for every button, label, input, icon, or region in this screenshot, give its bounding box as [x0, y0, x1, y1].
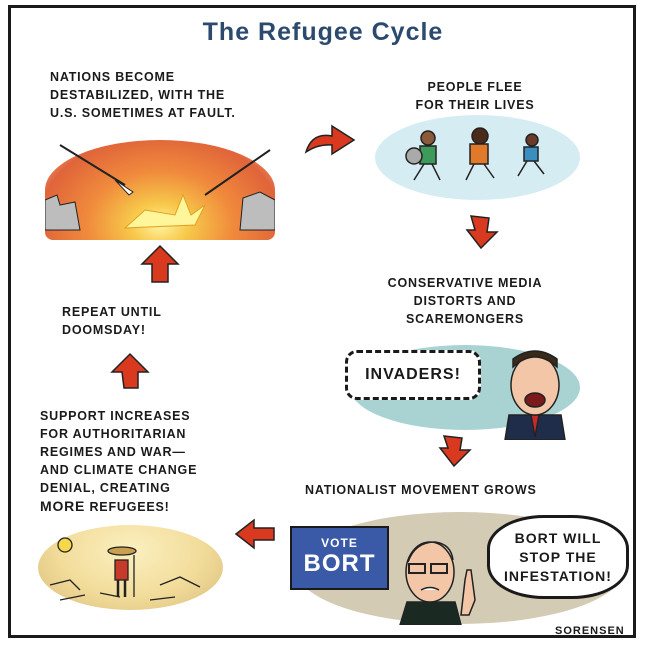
- caption-line: Support increases: [40, 409, 191, 423]
- emphasis-text: MORE: [40, 498, 86, 514]
- comic-frame: [8, 5, 636, 638]
- arrow-down-icon: [465, 215, 499, 250]
- speech-bubble-invaders: INVADERS!: [345, 350, 481, 400]
- comic-title: The Refugee Cycle: [202, 18, 444, 46]
- speech-line: BORT WILL: [514, 529, 602, 546]
- caption-repeat: Repeat until doomsday!: [62, 303, 162, 339]
- caption-destabilized: Nations become destabilized, with the U.…: [50, 68, 236, 122]
- speech-bubble-bort: BORT WILL STOP THE INFESTATION!: [487, 515, 629, 599]
- caption-nationalist: Nationalist movement grows: [305, 483, 537, 497]
- caption-flee: People flee for their lives: [395, 78, 555, 114]
- speech-line: INFESTATION!: [504, 567, 612, 584]
- arrow-left-icon: [234, 518, 275, 550]
- caption-line: Repeat until: [62, 305, 162, 319]
- caption-line: denial, creating: [40, 481, 171, 495]
- caption-line: and climate change: [40, 463, 198, 477]
- caption-line: U.S. sometimes at fault.: [50, 106, 236, 120]
- caption-line: for their lives: [415, 98, 535, 112]
- caption-line: doomsday!: [62, 323, 146, 337]
- arrow-right-icon: [304, 124, 356, 156]
- sign-name-text: BORT: [303, 550, 376, 577]
- politician-icon: [399, 541, 476, 625]
- caption-line: refugees!: [89, 500, 170, 514]
- caption-line: People flee: [427, 80, 523, 94]
- caption-media: Conservative media distorts and scaremon…: [370, 274, 560, 328]
- vote-bort-sign: VOTE BORT: [290, 526, 389, 590]
- running-people-icon: [405, 127, 545, 181]
- caption-line: scaremongers: [406, 312, 524, 326]
- caption-line: for authoritarian: [40, 427, 187, 441]
- speech-text: INVADERS!: [365, 366, 461, 383]
- caption-support: Support increases for authoritarian regi…: [40, 407, 197, 516]
- caption-line: destabilized, with the: [50, 88, 225, 102]
- caption-line: Nations become: [50, 70, 175, 84]
- caption-line: distorts and: [413, 294, 517, 308]
- pundit-icon: [504, 350, 566, 440]
- artist-signature: SORENSEN: [555, 625, 625, 637]
- arrow-up-icon: [140, 244, 180, 283]
- caption-line: regimes and war—: [40, 445, 186, 459]
- farmer-drought-icon: [49, 537, 201, 601]
- sign-top-text: VOTE: [321, 536, 358, 550]
- speech-line: STOP THE: [519, 548, 597, 565]
- caption-line: Conservative media: [387, 276, 543, 290]
- arrow-up-icon: [110, 352, 150, 389]
- arrow-down-icon: [438, 435, 472, 468]
- ruins-and-missiles-icon: [45, 144, 275, 231]
